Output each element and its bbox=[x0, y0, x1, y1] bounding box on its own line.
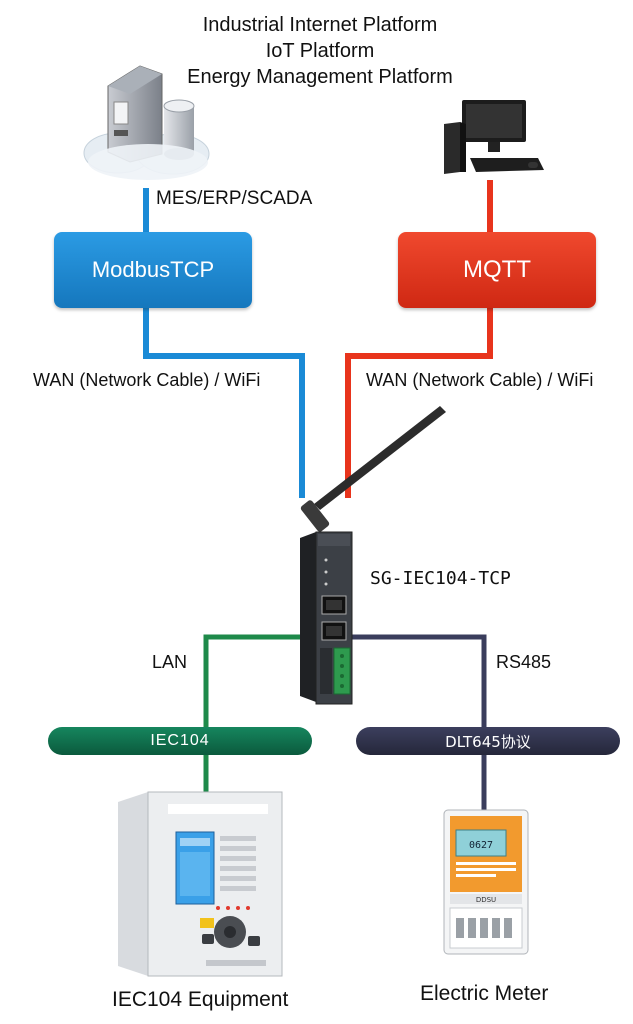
rs485-wire bbox=[348, 634, 487, 727]
meter-display-text: 0627 bbox=[469, 840, 493, 851]
iec104-equipment-label: IEC104 Equipment bbox=[112, 988, 289, 1011]
modbus-tcp-label: ModbusTCP bbox=[91, 257, 215, 282]
modbus-gateway-wire bbox=[143, 308, 305, 498]
server-cloud-icon bbox=[83, 65, 210, 180]
iec104-equipment-icon bbox=[118, 791, 283, 977]
modbus-tcp-box: ModbusTCP bbox=[54, 232, 252, 308]
mqtt-label: MQTT bbox=[463, 256, 531, 283]
electric-meter-label: Electric Meter bbox=[420, 982, 549, 1005]
mqtt-gateway-wire bbox=[345, 308, 493, 498]
lan-wire bbox=[203, 634, 300, 727]
computer-icon bbox=[444, 100, 544, 174]
iec104-bar: IEC104 bbox=[48, 727, 312, 755]
mqtt-box: MQTT bbox=[398, 232, 596, 308]
platform-line-1: Industrial Internet Platform bbox=[202, 14, 438, 36]
rs485-label: RS485 bbox=[496, 652, 552, 672]
wan-right-label: WAN (Network Cable) / WiFi bbox=[366, 370, 594, 390]
dlt645-bar: DLT645协议 bbox=[356, 727, 620, 755]
iec104-bar-label: IEC104 bbox=[150, 732, 210, 749]
electric-meter-icon: 0627 DDSU bbox=[443, 809, 529, 955]
gateway-label: SG-IEC104-TCP bbox=[370, 568, 511, 589]
lan-label: LAN bbox=[152, 652, 188, 672]
platform-text: Industrial Internet Platform IoT Platfor… bbox=[130, 12, 510, 90]
dlt645-bar-label: DLT645协议 bbox=[445, 732, 531, 751]
platform-line-2: IoT Platform bbox=[265, 40, 375, 62]
server-label: MES/ERP/SCADA bbox=[156, 188, 313, 209]
platform-line-3: Energy Management Platform bbox=[187, 66, 453, 88]
gateway-device-icon bbox=[300, 406, 446, 705]
meter-brand-text: DDSU bbox=[476, 896, 496, 904]
wan-left-label: WAN (Network Cable) / WiFi bbox=[33, 370, 261, 390]
